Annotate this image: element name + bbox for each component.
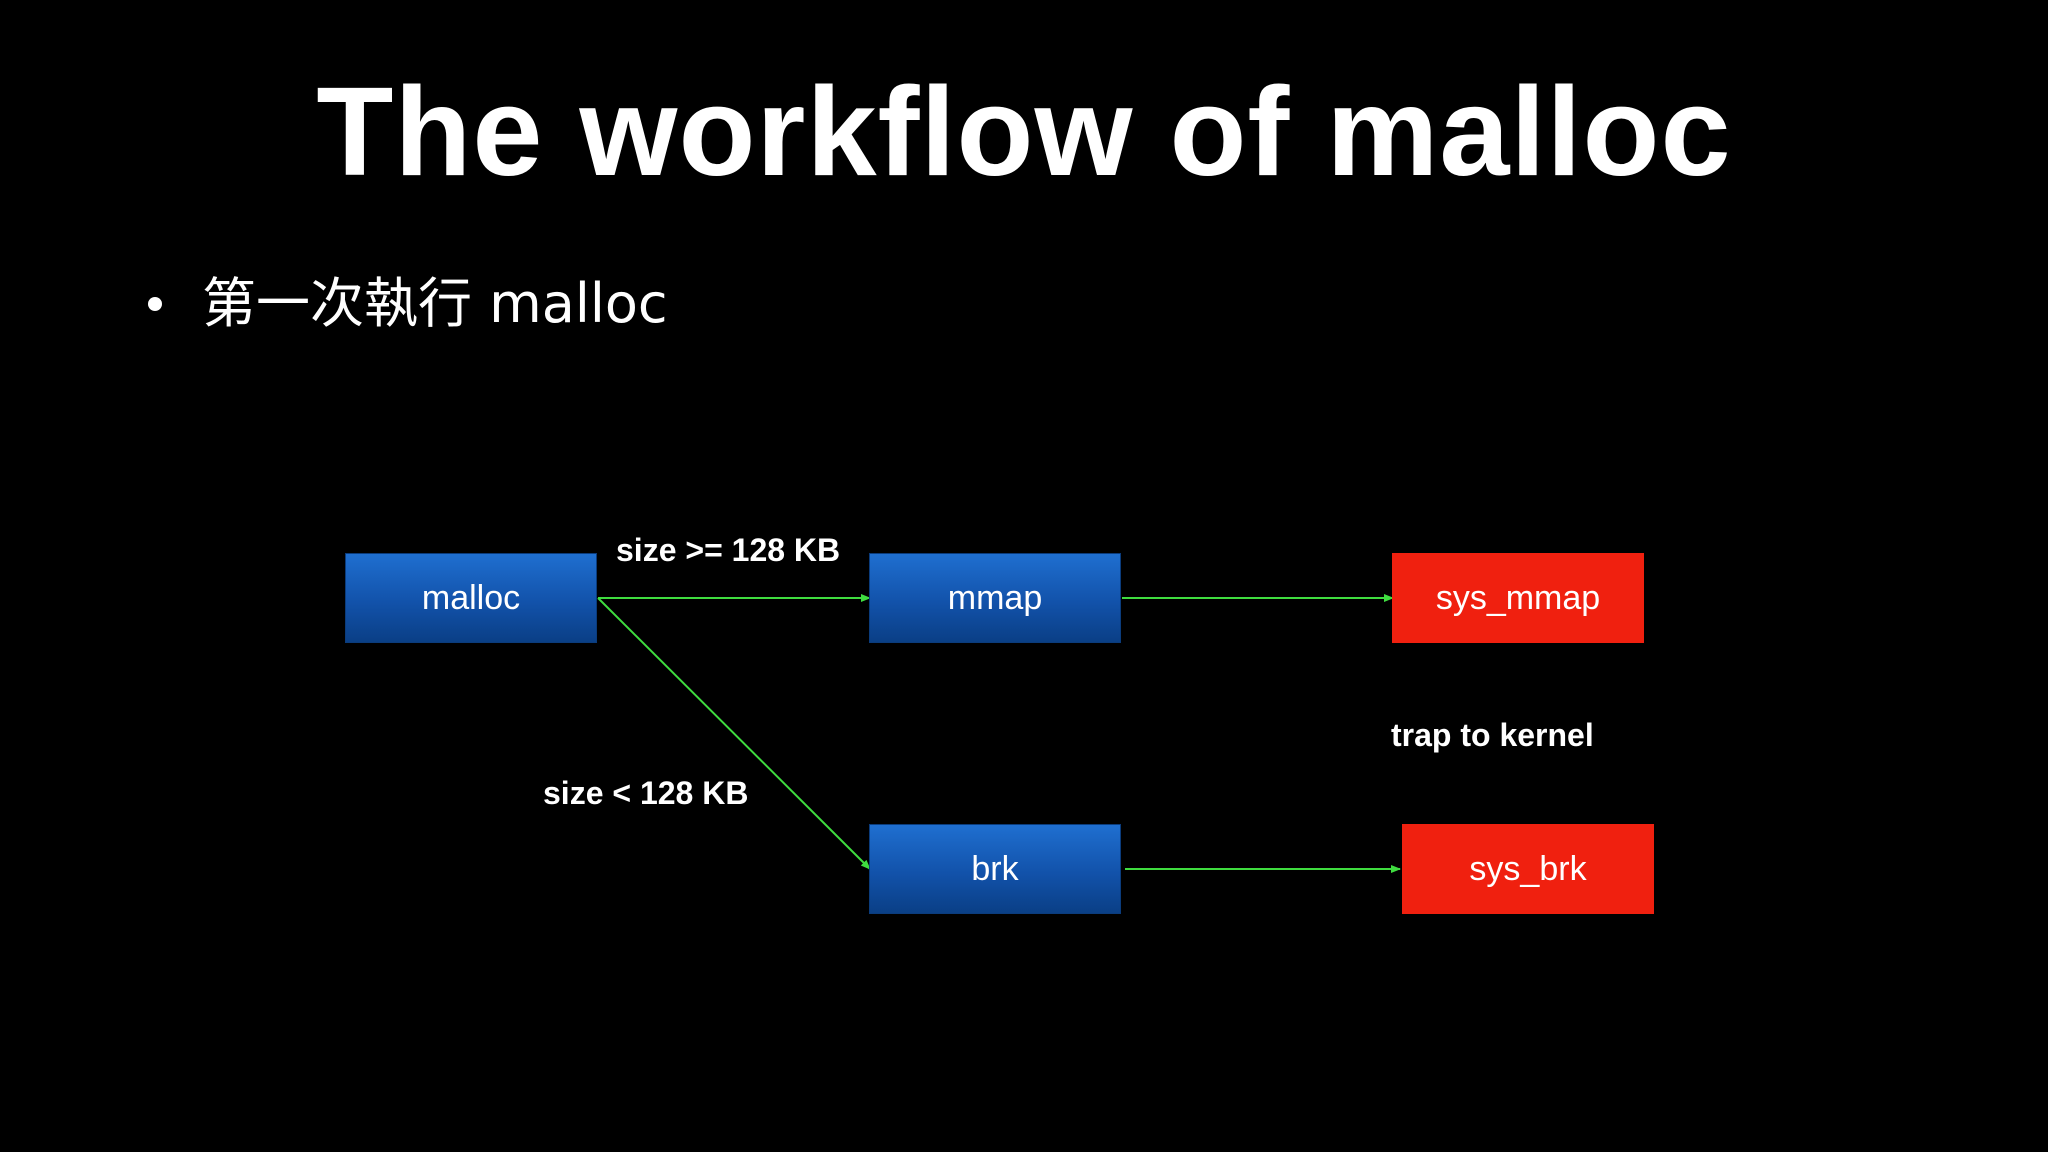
bullet-dot-icon [148, 297, 162, 311]
node-sys-brk: sys_brk [1402, 824, 1654, 914]
node-brk: brk [869, 824, 1121, 914]
node-sys-mmap: sys_mmap [1392, 553, 1644, 643]
node-malloc: malloc [345, 553, 597, 643]
label-trap-to-kernel: trap to kernel [1391, 717, 1594, 753]
edge-malloc-to-brk [597, 597, 871, 870]
label-size-lt: size < 128 KB [543, 775, 749, 811]
slide-title: The workflow of malloc [316, 61, 1732, 202]
label-size-ge: size >= 128 KB [616, 532, 841, 568]
node-mmap: mmap [869, 553, 1121, 643]
bullet-item: 第一次執行 malloc [148, 272, 668, 336]
bullet-text: 第一次執行 malloc [202, 272, 668, 335]
